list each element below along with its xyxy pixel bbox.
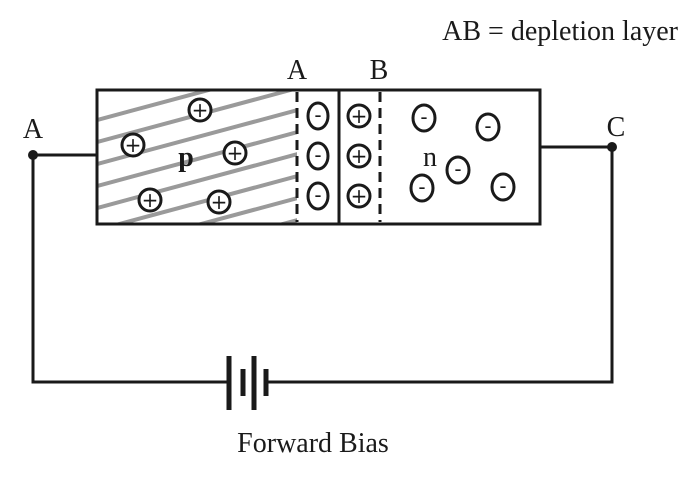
- hole-sign: +: [142, 188, 159, 212]
- hole-carrier: [222, 140, 248, 166]
- diode-body: [95, 88, 542, 226]
- terminal-c-dot: [607, 142, 617, 152]
- ion-sign: -: [314, 143, 321, 167]
- positive-ion: [346, 103, 372, 129]
- terminal-a-label: A: [23, 114, 44, 145]
- electron-sign: -: [454, 157, 461, 181]
- hole-sign: +: [227, 141, 244, 165]
- hole-carrier: [187, 97, 213, 123]
- ion-sign: +: [351, 184, 368, 208]
- negative-ion: [306, 101, 330, 131]
- negative-ion: [306, 141, 330, 171]
- p-region-hatching: [97, 90, 297, 224]
- ion-sign: +: [351, 104, 368, 128]
- electron-sign: -: [484, 114, 491, 138]
- left-wire: [31, 153, 228, 384]
- electron-sign: -: [420, 105, 427, 129]
- ion-sign: +: [351, 144, 368, 168]
- electron-carrier: [475, 112, 501, 142]
- p-region-label: p: [178, 142, 194, 173]
- n-region-label: n: [423, 142, 437, 173]
- hole-sign: +: [125, 133, 142, 157]
- battery-icon: [226, 356, 269, 410]
- ion-sign: -: [314, 183, 321, 207]
- hole-sign: +: [192, 98, 209, 122]
- depletion-positive-ions: [346, 103, 372, 209]
- terminal-c-label: C: [607, 112, 626, 143]
- electron-carrier: [409, 173, 435, 203]
- hole-carrier: [137, 187, 163, 213]
- positive-ion: [346, 183, 372, 209]
- electron-sign: -: [499, 174, 506, 198]
- hole-carrier: [206, 189, 232, 215]
- diagram-caption: Forward Bias: [237, 428, 389, 459]
- p-region-holes: [120, 97, 248, 215]
- electron-carrier: [445, 155, 471, 185]
- n-region-electrons: [409, 103, 516, 203]
- boundary-label-b: B: [370, 55, 389, 86]
- negative-ion: [306, 181, 330, 211]
- boundary-label-a: A: [287, 55, 308, 86]
- electron-carrier: [411, 103, 437, 133]
- hole-carrier: [120, 132, 146, 158]
- electron-carrier: [490, 172, 516, 202]
- circuit-wires: [31, 145, 614, 384]
- hole-sign: +: [211, 190, 228, 214]
- depletion-layer-legend: AB = depletion layer: [442, 16, 679, 47]
- positive-ion: [346, 143, 372, 169]
- ion-sign: -: [314, 103, 321, 127]
- right-wire: [268, 145, 614, 384]
- electron-sign: -: [418, 175, 425, 199]
- terminal-a-dot: [28, 150, 38, 160]
- depletion-negative-ions: [306, 101, 330, 211]
